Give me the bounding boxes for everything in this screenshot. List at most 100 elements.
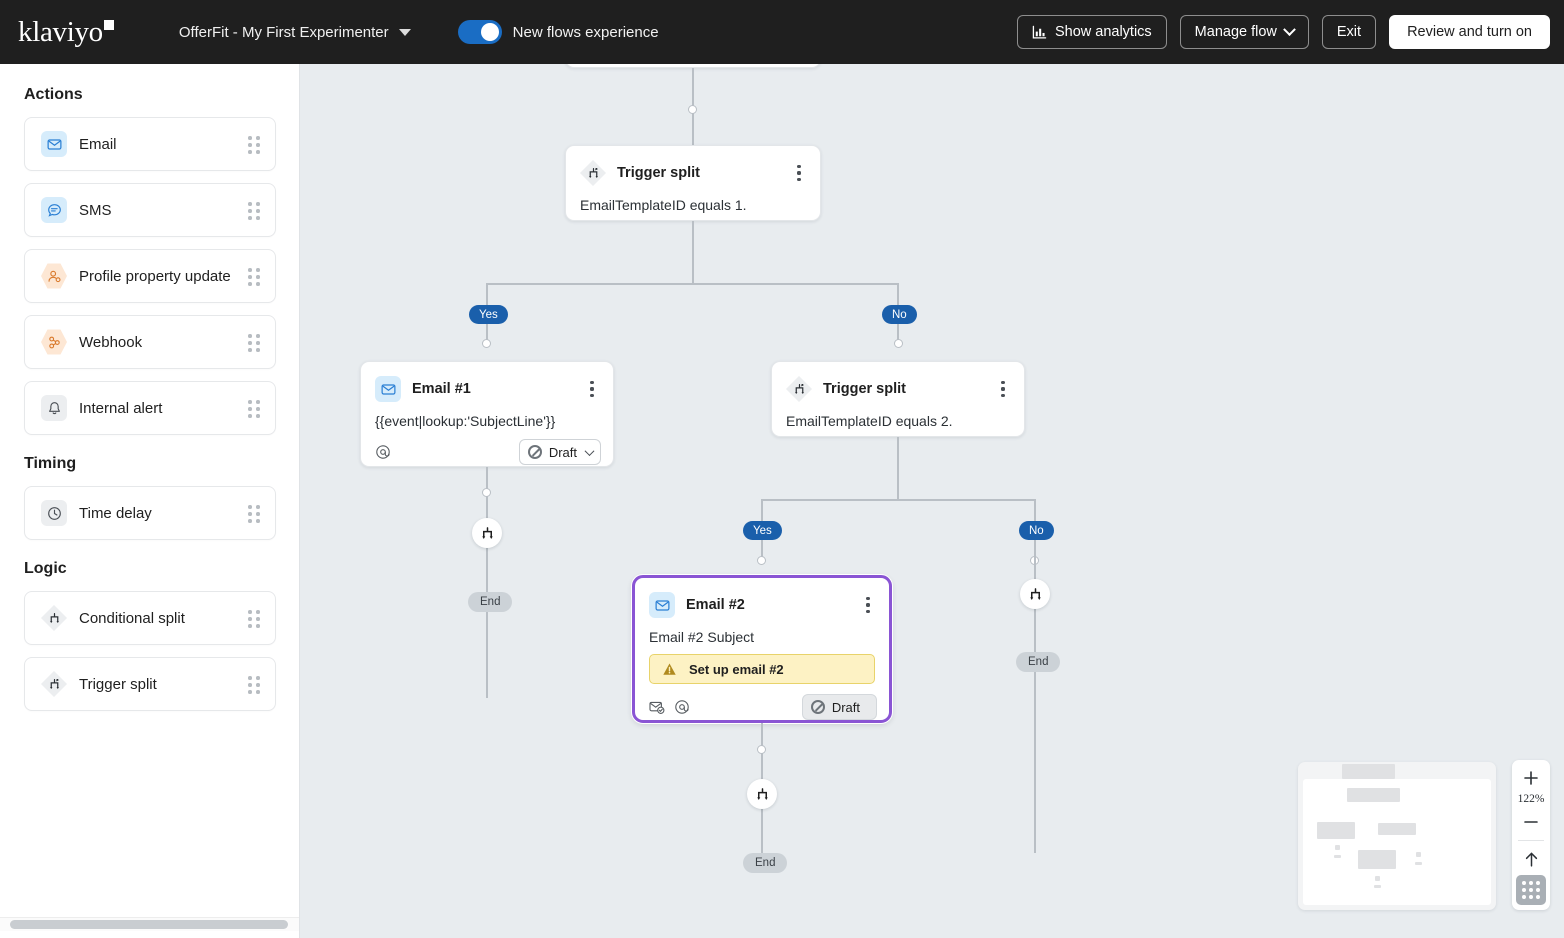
sidebar-item-profile-property-update[interactable]: Profile property update — [24, 249, 276, 303]
sidebar-item-webhook[interactable]: Webhook — [24, 315, 276, 369]
review-label: Review and turn on — [1407, 24, 1532, 40]
node-email-2[interactable]: Email #2 Email #2 Subject Set up email #… — [632, 575, 892, 723]
minimap[interactable] — [1298, 762, 1496, 910]
end-label: End — [480, 596, 501, 608]
top-bar: klaviyo OfferFit - My First Experimenter… — [0, 0, 1564, 64]
zoom-out-button[interactable] — [1512, 808, 1550, 836]
minimap-node — [1378, 823, 1416, 835]
sidebar-item-label: SMS — [79, 201, 112, 219]
minimap-node — [1374, 885, 1381, 888]
drag-handle-icon[interactable] — [248, 610, 262, 628]
node-menu-button[interactable] — [859, 595, 877, 615]
warning-icon — [663, 663, 676, 675]
branch-badge-yes-2[interactable]: Yes — [743, 521, 782, 540]
email-status-dropdown[interactable]: Draft — [518, 439, 601, 465]
node-header: Email #1 — [361, 362, 613, 402]
drag-handle-icon[interactable] — [248, 334, 262, 352]
component-sidebar: Actions Email SMS Profile propert — [0, 64, 300, 938]
drag-handle-icon[interactable] — [248, 400, 262, 418]
sms-icon — [41, 197, 67, 223]
klaviyo-logo[interactable]: klaviyo — [18, 15, 114, 48]
sidebar-group-title-timing: Timing — [24, 455, 77, 472]
edge-anchor-dot[interactable] — [688, 105, 697, 114]
node-email-1[interactable]: Email #1 {{event|lookup:'SubjectLine'}} … — [360, 361, 614, 467]
node-subtitle: {{event|lookup:'SubjectLine'}} — [375, 413, 556, 429]
edge-ts1-horizontal — [487, 283, 898, 285]
top-bar-actions: Show analytics Manage flow Exit Review a… — [1016, 15, 1550, 49]
edge-anchor-dot[interactable] — [757, 556, 766, 565]
add-step-conditional-split-2[interactable] — [747, 779, 777, 809]
add-step-conditional-split-1[interactable] — [472, 518, 502, 548]
node-menu-button[interactable] — [583, 379, 601, 399]
node-subtitle: Email #2 Subject — [649, 629, 755, 645]
branch-label: Yes — [753, 524, 772, 537]
flow-name-selector[interactable]: OfferFit - My First Experimenter — [179, 24, 411, 41]
exit-button[interactable]: Exit — [1321, 15, 1377, 49]
node-menu-button[interactable] — [790, 163, 808, 183]
node-subtitle: EmailTemplateID equals 1. — [580, 197, 747, 213]
draft-status-icon — [810, 700, 825, 714]
sidebar-item-internal-alert[interactable]: Internal alert — [24, 381, 276, 435]
node-footer: Draft — [635, 684, 889, 732]
sidebar-item-label: Time delay — [79, 504, 152, 522]
edge-anchor-dot[interactable] — [482, 488, 491, 497]
sidebar-item-conditional-split[interactable]: Conditional split — [24, 591, 276, 645]
drag-handle-icon[interactable] — [248, 505, 262, 523]
minimap-node — [1342, 764, 1395, 779]
review-and-turn-on-button[interactable]: Review and turn on — [1389, 15, 1550, 49]
edge-anchor-dot[interactable] — [894, 339, 903, 348]
edge-anchor-dot[interactable] — [757, 745, 766, 754]
conditional-split-icon — [1029, 587, 1041, 600]
sidebar-item-label: Internal alert — [79, 399, 163, 417]
plus-icon — [1524, 771, 1538, 785]
new-flows-experience-switch[interactable] — [457, 20, 502, 44]
sidebar-item-label: Trigger split — [79, 675, 157, 693]
sidebar-item-trigger-split[interactable]: Trigger split — [24, 657, 276, 711]
email-status-button[interactable]: Draft — [801, 694, 877, 720]
sidebar-item-label: Profile property update — [79, 267, 231, 285]
warning-label: Set up email #2 — [689, 661, 784, 677]
logo-text: klaviyo — [18, 15, 103, 48]
node-trigger-split-2[interactable]: Trigger split EmailTemplateID equals 2. — [771, 361, 1025, 437]
branch-label: No — [1029, 524, 1044, 537]
edge-ts2-no-down — [1034, 556, 1036, 853]
branch-badge-no-1[interactable]: No — [882, 305, 917, 324]
trigger-split-icon — [786, 376, 812, 402]
branch-badge-yes-1[interactable]: Yes — [469, 305, 508, 324]
scrollbar-thumb[interactable] — [10, 920, 288, 929]
sidebar-item-sms[interactable]: SMS — [24, 183, 276, 237]
manage-flow-button[interactable]: Manage flow — [1179, 15, 1309, 49]
add-step-conditional-split-3[interactable] — [1020, 579, 1050, 609]
drag-handle-icon[interactable] — [248, 268, 262, 286]
setup-warning-banner[interactable]: Set up email #2 — [649, 654, 875, 684]
sidebar-horizontal-scrollbar[interactable] — [0, 917, 299, 931]
switch-knob — [480, 23, 499, 41]
drag-handle-icon[interactable] — [248, 136, 262, 154]
sidebar-item-time-delay[interactable]: Time delay — [24, 486, 276, 540]
minimap-toggle-button[interactable] — [1516, 875, 1546, 905]
minimap-node — [1416, 852, 1421, 857]
minus-icon — [1524, 821, 1538, 823]
branch-label: Yes — [479, 308, 498, 321]
sidebar-item-email[interactable]: Email — [24, 117, 276, 171]
trigger-split-icon — [580, 160, 606, 186]
edge-ts2-down — [897, 437, 899, 500]
node-menu-button[interactable] — [994, 379, 1012, 399]
node-title: Trigger split — [823, 381, 906, 397]
minimap-node — [1375, 876, 1380, 881]
drag-handle-icon[interactable] — [248, 676, 262, 694]
edge-anchor-dot[interactable] — [482, 339, 491, 348]
edge-top — [692, 68, 694, 169]
branch-badge-no-2[interactable]: No — [1019, 521, 1054, 540]
fit-to-screen-button[interactable] — [1512, 845, 1550, 873]
new-flows-experience-toggle-group[interactable]: New flows experience — [457, 20, 659, 44]
show-analytics-button[interactable]: Show analytics — [1016, 15, 1167, 49]
minimap-viewport[interactable] — [1303, 779, 1491, 905]
node-trigger-split-1[interactable]: Trigger split EmailTemplateID equals 1. — [565, 145, 821, 221]
sidebar-group-timing: Timing Time delay — [0, 455, 299, 540]
drag-handle-icon[interactable] — [248, 202, 262, 220]
clock-icon — [41, 500, 67, 526]
flow-canvas[interactable]: Trigger split EmailTemplateID equals 1. … — [300, 64, 1564, 938]
zoom-in-button[interactable] — [1512, 764, 1550, 792]
